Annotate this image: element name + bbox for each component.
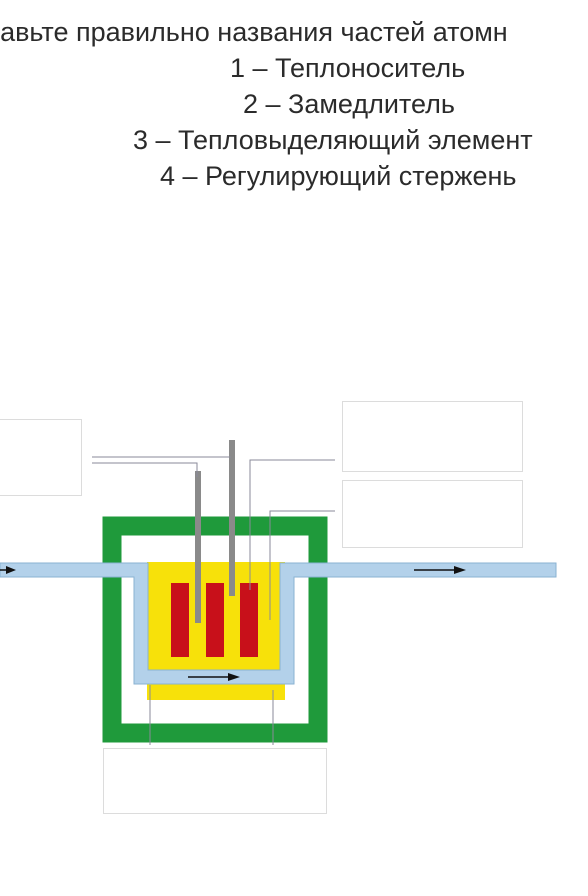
legend-item-coolant: 1 – Теплоноситель [230,53,466,83]
answer-box[interactable] [342,401,523,472]
leader-line [269,510,335,620]
coolant-pipe [0,562,557,685]
control-rod [195,471,201,623]
legend-item-control-rod: 4 – Регулирующий стержень [160,161,517,191]
fuel-element [240,583,258,657]
fuel-element [206,583,224,657]
answer-box[interactable] [103,748,327,814]
legend-item-fuel-element: 3 – Тепловыделяющий элемент [133,125,533,155]
leader-line [92,462,198,477]
leader-line [249,459,335,590]
answer-box[interactable] [342,480,523,548]
legend-item-moderator: 2 – Замедлитель [243,89,455,119]
answer-box[interactable] [0,419,82,496]
fuel-element [171,583,189,657]
control-rod [229,440,235,596]
shield-frame [102,516,328,743]
flow-arrow-head [454,566,466,574]
flow-arrow-head [6,566,16,574]
flow-arrow-head [228,673,240,681]
page-title: тавьте правильно названия частей атомн [0,17,508,47]
